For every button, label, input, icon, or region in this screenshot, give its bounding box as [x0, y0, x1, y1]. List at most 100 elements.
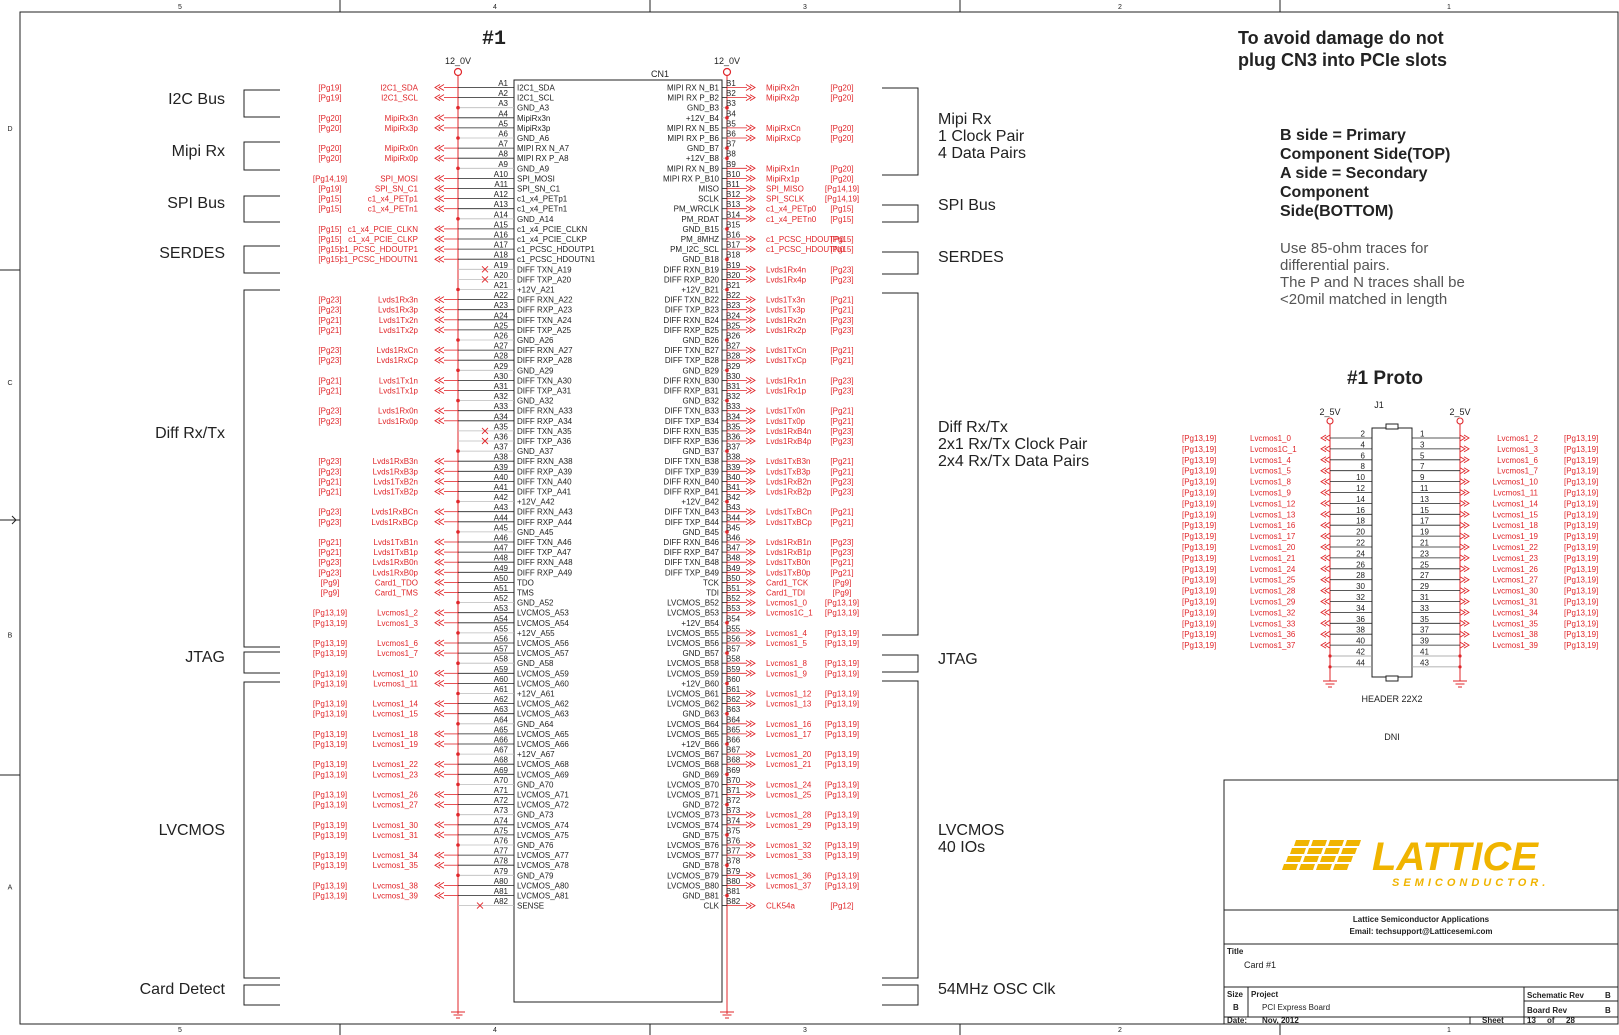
pin-name: GND_B69: [683, 770, 720, 779]
right-group-label: 2x1 Rx/Tx Clock Pair: [938, 436, 1088, 453]
pin-number: B77: [726, 847, 741, 856]
pin-name: GND_A58: [517, 659, 554, 668]
pin-number: B8: [726, 150, 736, 159]
side-note-line-4: Component: [1280, 184, 1370, 201]
offpage-connector-icon: [745, 750, 756, 758]
page-ref: [Pg13,19]: [313, 619, 347, 628]
right-group-label: Mipi Rx: [938, 111, 991, 128]
proto-pins: 2Lvcmos1_0[Pg13,19]4Lvcmos1C_1[Pg13,19]6…: [1182, 424, 1598, 688]
page-ref: [Pg23]: [318, 296, 341, 305]
page-ref: [Pg19]: [318, 185, 341, 194]
net-label: Lvcmos1_31: [373, 831, 419, 840]
pin-number: A51: [494, 584, 509, 593]
pin-name: DIFF RXP_B20: [664, 275, 720, 284]
net-label: Lvcmos1_5: [766, 639, 807, 648]
net-label: Lvcmos1C_1: [1250, 445, 1297, 454]
pin-row-a: A55+12V_A55: [456, 624, 555, 638]
offpage-connector-icon: [1320, 576, 1331, 584]
power-left-symbol: [453, 67, 463, 77]
offpage-connector-icon: [745, 599, 756, 606]
page-ref: [Pg13,19]: [313, 801, 347, 810]
pin-name: DIFF TXP_B49: [665, 568, 720, 577]
page-ref: [Pg23]: [830, 265, 853, 274]
pin-name: c1_PCSC_HDOUTP1: [517, 245, 595, 254]
page-ref: [Pg14,19]: [825, 195, 859, 204]
pin-name: GND_A6: [517, 134, 550, 143]
pin-number: A44: [494, 513, 509, 522]
offpage-connector-icon: [745, 821, 756, 829]
net-label: Lvds1Tx0n: [766, 407, 805, 416]
page-ref: [Pg23]: [318, 306, 341, 315]
junction-dot: [725, 499, 729, 504]
offpage-connector-icon: [434, 851, 445, 859]
page-ref: [Pg23]: [830, 427, 853, 436]
logo-grid-cell: [1290, 848, 1306, 854]
page-ref: [Pg21]: [830, 356, 853, 365]
pin-name: DIFF RXN_A38: [517, 457, 573, 466]
offpage-connector-icon: [745, 882, 756, 889]
page-ref: [Pg13,19]: [1182, 608, 1216, 617]
proto-right-pin: 43: [1412, 658, 1462, 669]
pin-name: SCLK: [698, 195, 720, 204]
page-ref: [Pg23]: [830, 316, 853, 325]
offpage-connector-icon: [1320, 500, 1331, 507]
power-left: 12_0V: [445, 56, 471, 77]
pin-number: A46: [494, 534, 509, 543]
net-label: MipiRx2p: [766, 94, 800, 103]
page-ref: [Pg15]: [318, 255, 341, 264]
net-label: Lvcmos1_14: [373, 700, 419, 709]
pin-number: B28: [726, 352, 741, 361]
pin-number: B45: [726, 523, 741, 532]
pin-name: TDO: [517, 578, 534, 587]
pin-number: B80: [726, 877, 741, 886]
offpage-connector-icon: [745, 478, 756, 485]
page-ref: [Pg12]: [830, 902, 853, 911]
page-ref: [Pg13,19]: [825, 780, 859, 789]
pin-number: B25: [726, 321, 741, 330]
pin-number: B53: [726, 604, 741, 613]
pin-name: DIFF RXN_B35: [663, 427, 719, 436]
junction-dot: [725, 530, 729, 534]
zone-col-top: 1: [1447, 4, 1451, 11]
page-ref: [Pg21]: [318, 326, 341, 335]
lattice-logo: LATTICE SEMICONDUCTOR.: [1282, 835, 1545, 889]
pin-name: DIFF TXN_B33: [664, 407, 719, 416]
page-ref: [Pg21]: [318, 538, 341, 547]
net-label: Lvds1TxB2n: [374, 477, 418, 486]
junction-dot: [725, 449, 729, 453]
offpage-connector-icon: [1459, 619, 1470, 627]
offpage-connector-icon: [434, 508, 445, 516]
pin-name: DIFF RXN_A33: [517, 407, 573, 416]
group-bracket: [243, 195, 280, 223]
net-label: Lvcmos1_25: [1250, 576, 1296, 585]
net-label: MipiRxCn: [766, 124, 801, 133]
net-label: Lvcmos1_7: [1497, 467, 1538, 476]
pin-name: DIFF TXN_B38: [664, 457, 719, 466]
net-label: Lvds1RxB3n: [373, 457, 418, 466]
group-bracket: [882, 251, 919, 275]
pin-number: B24: [726, 311, 741, 320]
net-label: SPI_SN_C1: [375, 185, 419, 194]
pin-number: A1: [498, 79, 508, 88]
page-ref: [Pg13,19]: [313, 710, 347, 719]
junction-dot: [456, 398, 460, 403]
net-label: c1_PCSC_HDOUTN1: [340, 255, 419, 264]
pin-number: A41: [494, 483, 509, 492]
junction-dot: [456, 499, 460, 504]
